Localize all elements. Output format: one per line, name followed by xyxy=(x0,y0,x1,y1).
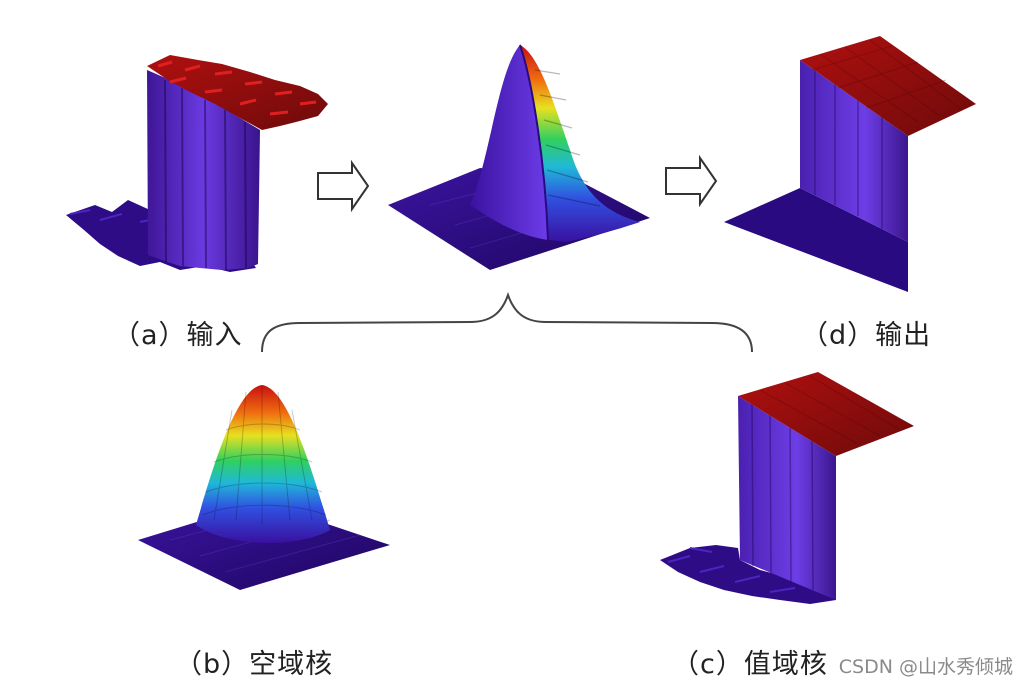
arrow-icon-1 xyxy=(317,159,370,213)
curly-brace xyxy=(261,291,753,353)
range-kernel-plot xyxy=(660,372,914,604)
watermark: CSDN @山水秀倾城 xyxy=(838,656,1013,678)
caption-output: （d）输出 xyxy=(801,320,932,351)
combined-kernel-plot xyxy=(388,44,650,270)
output-surface-plot xyxy=(724,36,976,292)
arrow-icon-2 xyxy=(665,154,718,208)
caption-input: （a）输入 xyxy=(113,320,243,351)
input-surface-plot xyxy=(66,55,328,272)
caption-spatial-kernel: （b）空域核 xyxy=(175,649,334,680)
caption-range-kernel: （c）值域核 xyxy=(672,649,828,680)
spatial-kernel-plot xyxy=(138,385,390,590)
